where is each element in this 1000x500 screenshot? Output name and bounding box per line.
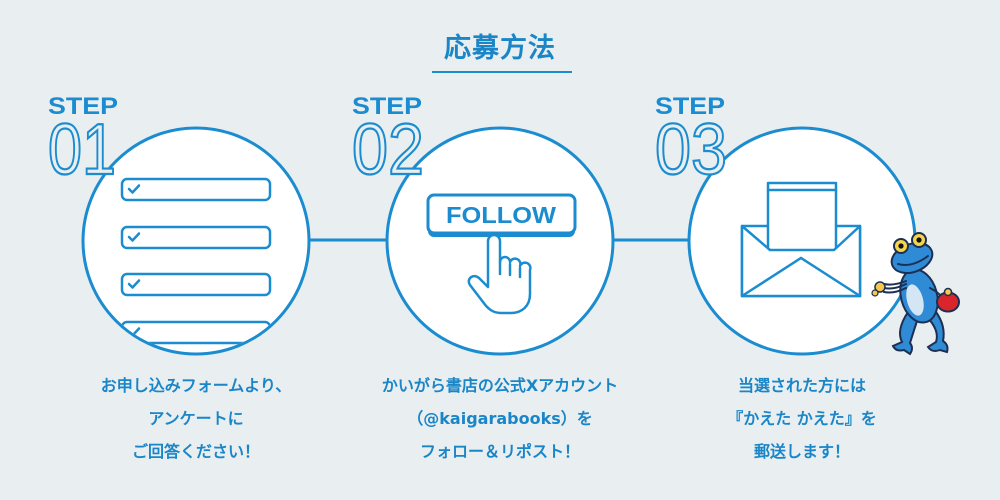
- flower-icon: [874, 281, 886, 293]
- envelope-icon: [740, 181, 862, 298]
- step-3-caption-line: 当選された方には: [737, 376, 866, 395]
- step-2-caption-line: かいがら書店の公式Xアカウント: [381, 376, 619, 395]
- step-1-caption-line: ご回答ください！: [131, 442, 260, 461]
- page-title: 応募方法: [444, 33, 556, 64]
- follow-button-illustration: FOLLOW: [426, 193, 577, 237]
- step-3-caption-line: 郵送します！: [753, 442, 850, 461]
- hand-pointer-icon: [467, 233, 532, 315]
- hand-finger-lines: [498, 260, 522, 279]
- flower-petal: [871, 289, 879, 297]
- step-2-number: 02: [352, 110, 424, 190]
- envelope-fold-lines: [740, 256, 862, 298]
- title-underline: [432, 71, 572, 73]
- frog-leg-left: [891, 310, 920, 356]
- step-2-caption-line: （@kaigarabooks）を: [407, 409, 593, 428]
- frog-pupil-right: [916, 237, 922, 243]
- step-3-caption: 当選された方には 『かえた かえた』を 郵送します！: [652, 369, 952, 468]
- follow-button-label: FOLLOW: [446, 202, 556, 228]
- step-1-caption: お申し込みフォームより、 アンケートに ご回答ください！: [46, 369, 346, 468]
- step-2-caption: かいがら書店の公式Xアカウント （@kaigarabooks）を フォロー＆リポ…: [350, 369, 650, 468]
- check-icon: [127, 184, 141, 194]
- step-1-caption-line: お申し込みフォームより、: [100, 376, 292, 395]
- step-3-caption-line: 『かえた かえた』を: [727, 409, 877, 428]
- check-icon: [127, 279, 141, 289]
- frog-arm-left-outline: [883, 280, 907, 294]
- check-icon: [127, 232, 141, 242]
- frog-belly: [906, 284, 924, 316]
- checklist-box: [120, 225, 272, 250]
- checklist-box: [120, 272, 272, 297]
- step-3-label: STEP: [655, 93, 725, 120]
- follow-button: [426, 193, 577, 235]
- step-1-number: 01: [48, 110, 116, 190]
- frog-mouth: [897, 255, 929, 266]
- step-1-caption-line: アンケートに: [148, 409, 244, 428]
- checklist-icon: [120, 177, 272, 345]
- frog-pupil-left: [898, 243, 904, 249]
- step-2-label: STEP: [352, 93, 422, 120]
- frog-arm-left: [883, 283, 907, 290]
- step-2-caption-line: フォロー＆リポスト！: [419, 442, 580, 461]
- frog-icon: [871, 232, 960, 356]
- step-1-label: STEP: [48, 93, 118, 120]
- bag-knot: [943, 287, 953, 297]
- step-3-number: 03: [655, 110, 727, 190]
- checklist-box: [120, 177, 272, 202]
- frog-leg-right: [924, 310, 949, 354]
